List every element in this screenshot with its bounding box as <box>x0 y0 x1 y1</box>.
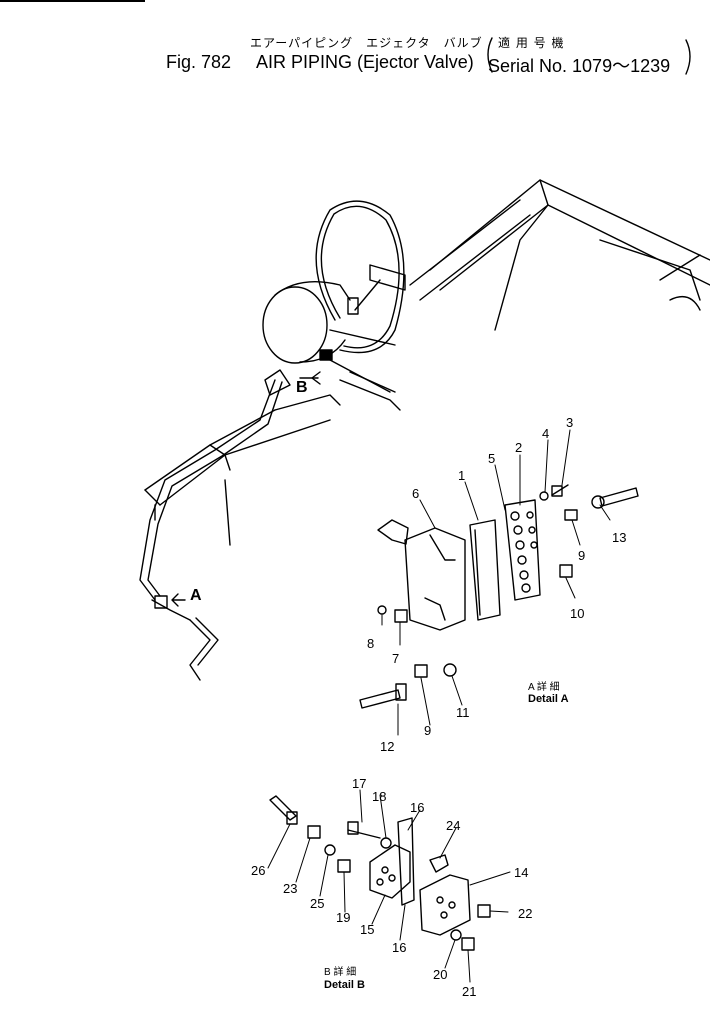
detail-a-leaders <box>381 429 611 736</box>
b-arrow <box>311 371 321 385</box>
block-14 <box>419 874 471 936</box>
plate-1 <box>469 519 501 621</box>
callout: 22 <box>518 906 532 921</box>
washer-8 <box>377 605 387 615</box>
fitting-10 <box>559 564 573 578</box>
callout: 14 <box>514 865 528 880</box>
screw-17 <box>347 829 381 839</box>
fitting-23 <box>307 825 321 839</box>
detail-a-en: Detail A <box>528 693 569 705</box>
callout: 19 <box>336 910 350 925</box>
block-15 <box>369 844 411 899</box>
detail-b-leaders <box>267 789 511 983</box>
washer-25 <box>324 844 336 856</box>
detail-captions: A 詳 細 Detail A B 詳 細 Detail B <box>324 680 569 991</box>
boom-structure <box>409 179 710 331</box>
callout: 7 <box>392 651 399 666</box>
callout: 13 <box>612 530 626 545</box>
callout: 11 <box>456 705 470 720</box>
detail-a-assembly <box>359 484 639 709</box>
flag-arrow <box>377 519 409 545</box>
bolt-3 <box>551 485 563 497</box>
callout: 9 <box>424 723 431 738</box>
callout: 24 <box>446 818 460 833</box>
plate-16 <box>397 817 415 906</box>
callout: 18 <box>372 789 386 804</box>
title-jp: エアーパイピング エジェクタ バルブ <box>250 36 483 50</box>
valve-b-marker-block <box>319 349 333 361</box>
manifold-2 <box>504 499 541 601</box>
callout: 15 <box>360 922 374 937</box>
callout: 2 <box>515 440 522 455</box>
mounting-drum <box>262 280 351 364</box>
washer-18 <box>380 837 392 849</box>
bolt-26 <box>269 795 297 821</box>
callout: 6 <box>412 486 419 501</box>
fitting-9a <box>564 509 578 521</box>
callout: 20 <box>433 967 447 982</box>
fitting-9b <box>414 664 428 678</box>
detail-a-jp: A 詳 細 <box>528 680 560 693</box>
washer-20 <box>450 929 462 941</box>
callout: 26 <box>251 863 265 878</box>
screw-7 <box>394 609 408 623</box>
screw-19 <box>337 859 351 873</box>
view-b-label: B <box>296 379 308 396</box>
bracket-left <box>487 37 493 73</box>
callout-numbers: 1 2 3 4 5 6 7 8 9 9 10 11 12 13 14 15 16… <box>251 415 626 999</box>
callout: 9 <box>578 548 585 563</box>
detail-b-jp: B 詳 細 <box>324 965 356 978</box>
fig-label: Fig. 782 <box>166 52 232 72</box>
bolt-12 <box>359 689 401 709</box>
hose-loop <box>315 200 406 354</box>
detail-b-en: Detail B <box>324 979 365 991</box>
bolt-13 <box>599 487 639 507</box>
callout: 17 <box>352 776 366 791</box>
bracket-right <box>685 39 691 75</box>
lower-frame <box>144 369 401 546</box>
elbow-24 <box>429 854 449 873</box>
callout: 16 <box>392 940 406 955</box>
nut-21 <box>461 937 475 951</box>
title-en: AIR PIPING (Ejector Valve) <box>256 52 474 72</box>
callout: 21 <box>462 984 476 999</box>
callout: 16 <box>410 800 424 815</box>
callout: 23 <box>283 881 297 896</box>
serial-en: Serial No. 1079～1239 <box>488 56 671 76</box>
top-rule <box>0 0 145 2</box>
callout: 5 <box>488 451 495 466</box>
a-arrow <box>171 593 186 607</box>
view-a-label: A <box>190 587 202 604</box>
callout: 1 <box>458 468 465 483</box>
callout: 4 <box>542 426 549 441</box>
fitting-22 <box>477 904 491 918</box>
callout: 25 <box>310 896 324 911</box>
pipe-run-a <box>139 379 283 681</box>
serial-jp: 適 用 号 機 <box>498 36 565 50</box>
callout: 10 <box>570 606 584 621</box>
callout: 8 <box>367 636 374 651</box>
fitting-11 <box>443 663 457 677</box>
callout: 12 <box>380 739 394 754</box>
washer-4 <box>539 491 549 501</box>
callout: 3 <box>566 415 573 430</box>
